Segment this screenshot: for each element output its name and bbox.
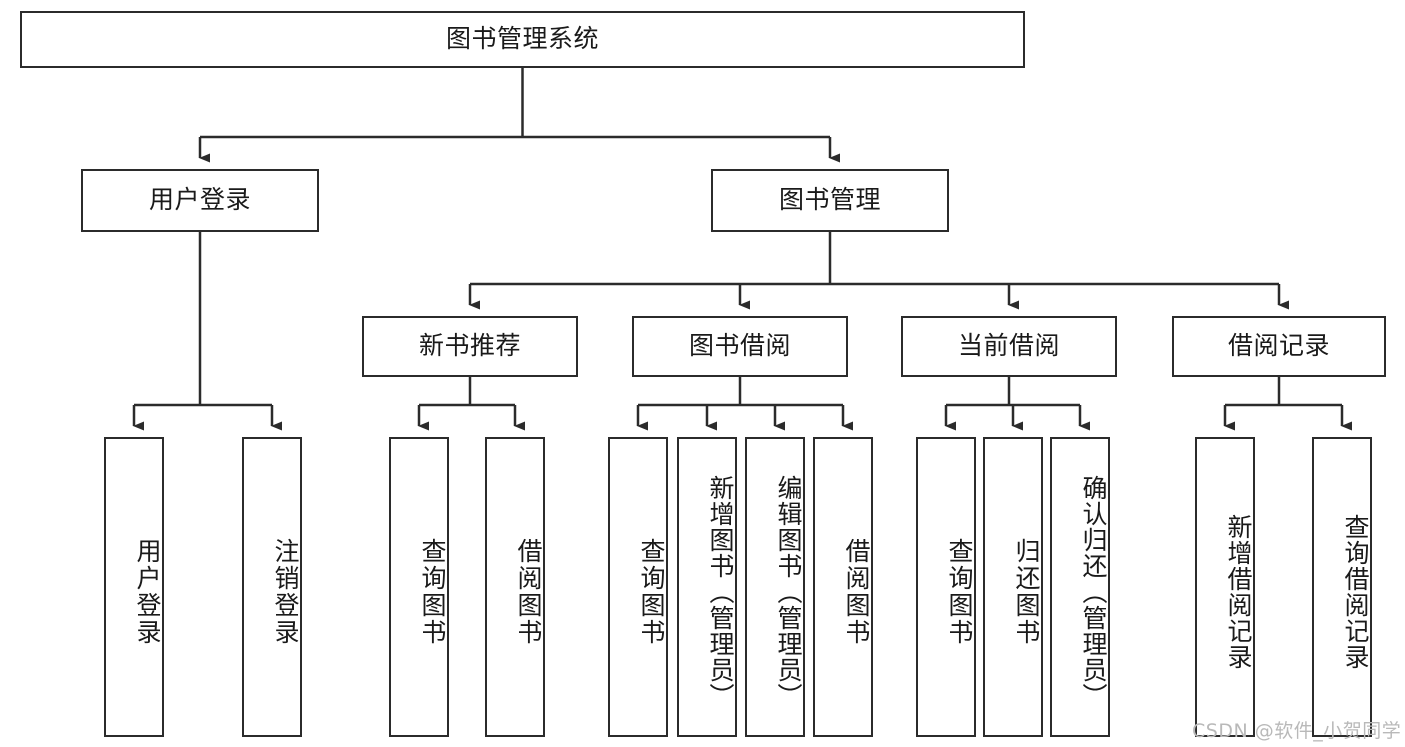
node-leaf-edit-book[interactable]: 编辑图书（管理员） (745, 437, 805, 737)
node-leaf-user-login[interactable]: 用户登录 (104, 437, 164, 737)
node-label-leaf-query-record: 查询借阅记录 (1341, 514, 1370, 670)
node-label-root: 图书管理系统 (445, 24, 599, 54)
node-leaf-add-record[interactable]: 新增借阅记录 (1195, 437, 1255, 737)
node-book-manage[interactable]: 图书管理 (711, 169, 949, 232)
node-label-leaf-edit-book: 编辑图书（管理员） (774, 475, 803, 709)
node-leaf-borrow-book-1[interactable]: 借阅图书 (485, 437, 545, 737)
node-label-leaf-add-book: 新增图书（管理员） (706, 475, 735, 709)
node-leaf-query-record[interactable]: 查询借阅记录 (1312, 437, 1372, 737)
node-label-user-login: 用户登录 (148, 185, 251, 215)
node-label-current-borrow: 当前借阅 (957, 331, 1060, 361)
node-leaf-query-book-3[interactable]: 查询图书 (916, 437, 976, 737)
node-label-leaf-borrow-book-1: 借阅图书 (514, 538, 543, 646)
node-leaf-user-logout[interactable]: 注销登录 (242, 437, 302, 737)
node-leaf-confirm-return[interactable]: 确认归还（管理员） (1050, 437, 1110, 737)
node-label-book-borrow: 图书借阅 (688, 331, 791, 361)
node-current-borrow[interactable]: 当前借阅 (901, 316, 1117, 377)
node-label-leaf-borrow-book-2: 借阅图书 (842, 538, 871, 646)
node-leaf-borrow-book-2[interactable]: 借阅图书 (813, 437, 873, 737)
node-label-leaf-query-book-2: 查询图书 (637, 538, 666, 646)
node-borrow-record[interactable]: 借阅记录 (1172, 316, 1386, 377)
node-leaf-return-book[interactable]: 归还图书 (983, 437, 1043, 737)
node-label-leaf-query-book-1: 查询图书 (418, 538, 447, 646)
node-new-book-recommend[interactable]: 新书推荐 (362, 316, 578, 377)
node-user-login[interactable]: 用户登录 (81, 169, 319, 232)
csdn-watermark: CSDN @软件_小贺同学 (1192, 720, 1402, 742)
node-label-leaf-return-book: 归还图书 (1012, 538, 1041, 646)
node-label-borrow-record: 借阅记录 (1227, 331, 1330, 361)
node-label-new-book-recommend: 新书推荐 (418, 331, 521, 361)
node-label-leaf-query-book-3: 查询图书 (945, 538, 974, 646)
node-book-borrow[interactable]: 图书借阅 (632, 316, 848, 377)
node-label-leaf-confirm-return: 确认归还（管理员） (1079, 475, 1108, 709)
node-leaf-query-book-1[interactable]: 查询图书 (389, 437, 449, 737)
node-label-book-manage: 图书管理 (778, 185, 881, 215)
node-leaf-add-book[interactable]: 新增图书（管理员） (677, 437, 737, 737)
node-leaf-query-book-2[interactable]: 查询图书 (608, 437, 668, 737)
node-root[interactable]: 图书管理系统 (20, 11, 1025, 68)
node-label-leaf-add-record: 新增借阅记录 (1224, 514, 1253, 670)
node-label-leaf-user-logout: 注销登录 (271, 538, 300, 646)
node-label-leaf-user-login: 用户登录 (133, 538, 162, 646)
